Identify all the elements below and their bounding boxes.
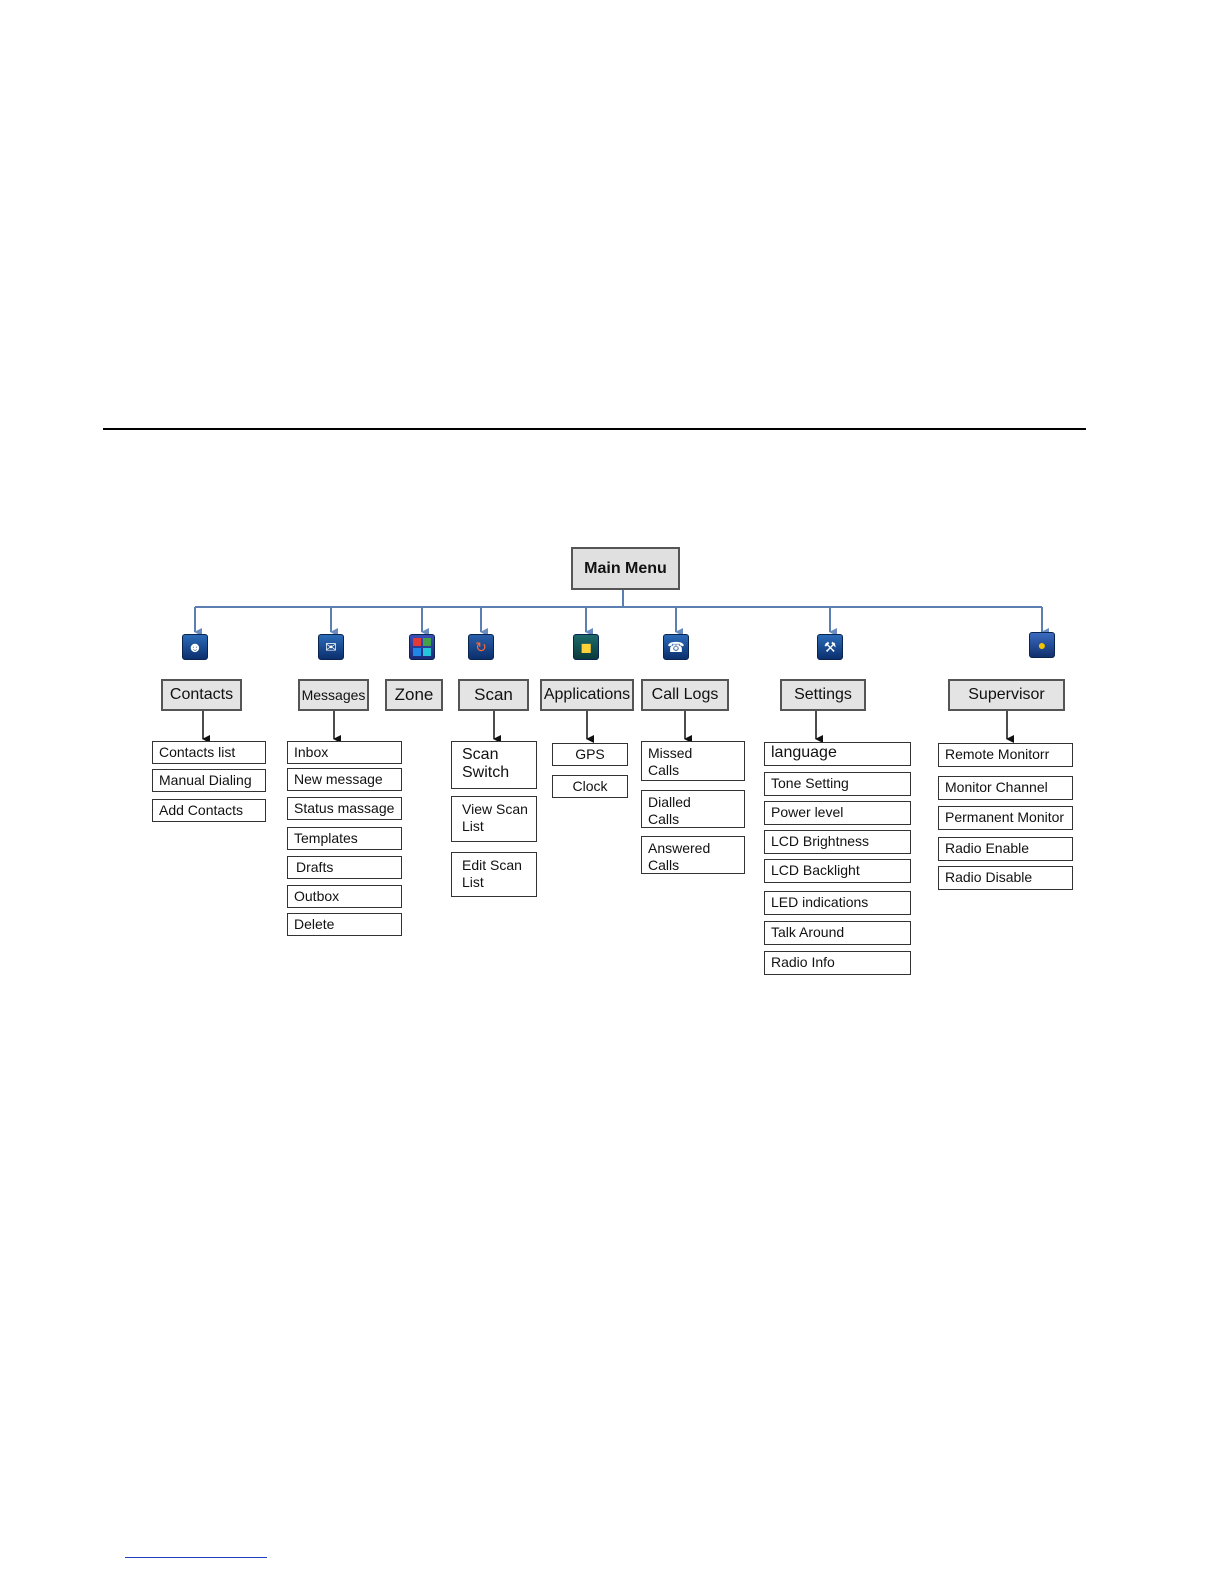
supervisor-item: Permanent Monitor: [938, 806, 1073, 830]
settings-item: LED indications: [764, 891, 911, 915]
scan-item: Edit Scan List: [451, 852, 537, 897]
messages-item: New message: [287, 768, 402, 791]
category-scan: Scan: [458, 679, 529, 711]
messages-item: Delete message: [287, 913, 402, 936]
settings-item: language: [764, 742, 911, 766]
messages-item: Templates: [287, 827, 402, 850]
supervisor-icon: ●: [1029, 632, 1055, 658]
messages-item: Drafts: [287, 856, 402, 879]
contacts-icon: ☻: [182, 634, 208, 660]
category-messages: Messages: [298, 679, 369, 711]
supervisor-item: Monitor Channel: [938, 776, 1073, 800]
contacts-item: Contacts list: [152, 741, 266, 764]
category-zone: Zone: [385, 679, 443, 711]
contacts-item: Add Contacts: [152, 799, 266, 822]
call-logs-item: Dialled Calls: [641, 790, 745, 828]
header-rule: [103, 428, 1086, 430]
contacts-item: Manual Dialing: [152, 769, 266, 792]
applications-cube-icon: ◼: [573, 634, 599, 660]
call-logs-item: Missed Calls: [641, 741, 745, 781]
settings-item: Talk Around: [764, 921, 911, 945]
supervisor-item: Remote Monitorr: [938, 743, 1073, 767]
supervisor-item: Radio Disable: [938, 866, 1073, 890]
applications-item: GPS: [552, 743, 628, 766]
category-settings: Settings: [780, 679, 866, 711]
scan-icon: ↻: [468, 634, 494, 660]
call-logs-item: Answered Calls: [641, 836, 745, 874]
scan-item: View Scan List: [451, 796, 537, 842]
category-call-logs: Call Logs: [641, 679, 729, 711]
envelope-icon: ✉: [318, 634, 344, 660]
messages-item: Status massage: [287, 797, 402, 820]
supervisor-item: Radio Enable: [938, 837, 1073, 861]
zone-grid-icon: [409, 634, 435, 660]
main-menu-box: Main Menu: [571, 547, 680, 590]
wrench-icon: ⚒: [817, 634, 843, 660]
settings-item: LCD Brightness: [764, 830, 911, 854]
footnote-rule: [125, 1557, 267, 1558]
messages-item: Inbox: [287, 741, 402, 764]
category-applications: Applications: [540, 679, 634, 711]
phone-icon: ☎: [663, 634, 689, 660]
applications-item: Clock: [552, 775, 628, 798]
category-supervisor: Supervisor: [948, 679, 1065, 711]
settings-item: LCD Backlight: [764, 859, 911, 883]
scan-item: Scan Switch: [451, 741, 537, 789]
category-contacts: Contacts: [161, 679, 242, 711]
messages-item: Outbox: [287, 885, 402, 908]
settings-item: Power level: [764, 801, 911, 825]
settings-item: Tone Setting: [764, 772, 911, 796]
settings-item: Radio Info: [764, 951, 911, 975]
